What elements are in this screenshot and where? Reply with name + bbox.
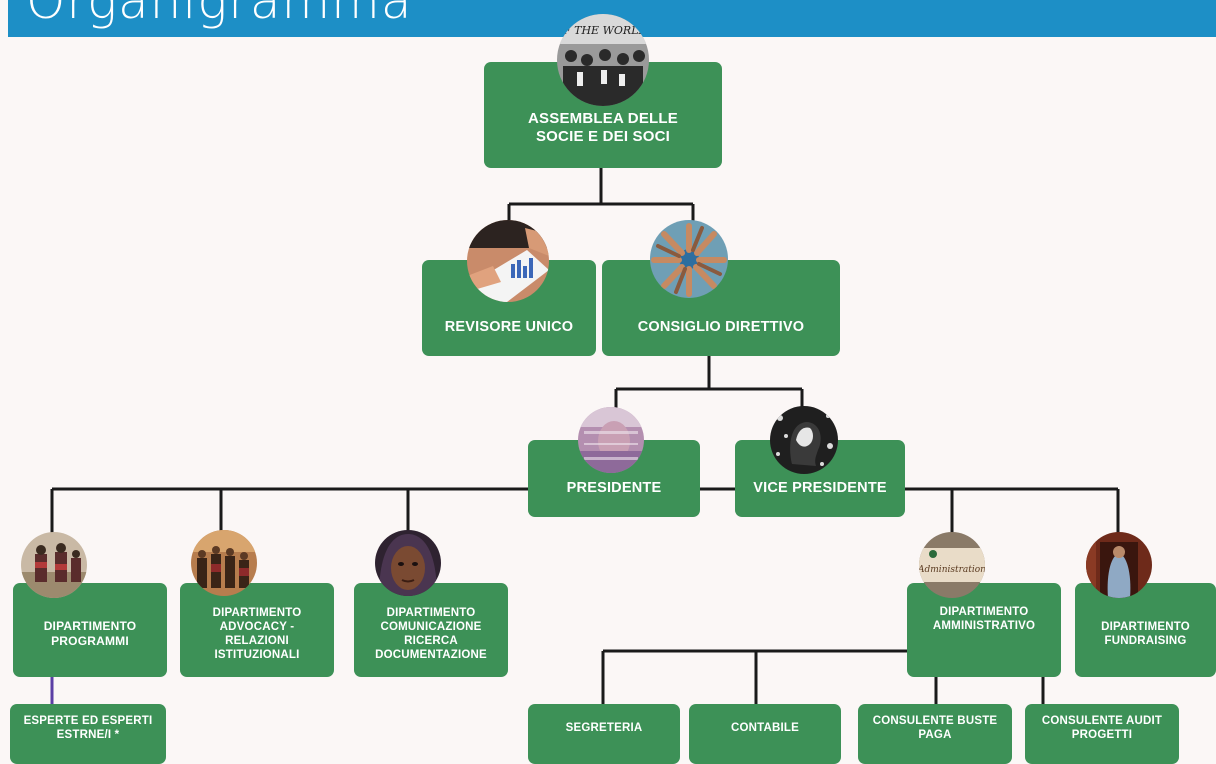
node-contabile: CONTABILE (689, 704, 841, 764)
node-esperti-label: ESPERTE ED ESPERTI ESTRNE/I * (23, 714, 153, 741)
comunicazione-photo (375, 530, 441, 596)
administration-sign-text: Administration (919, 565, 985, 575)
vice-presidente-photo (770, 406, 838, 474)
node-dip-programmi-label: DIPARTIMENTO PROGRAMMI (43, 619, 137, 648)
node-contabile-label: CONTABILE (730, 721, 800, 734)
node-consulente-audit: CONSULENTE AUDIT PROGETTI (1025, 704, 1179, 764)
programmi-photo (21, 532, 87, 598)
node-consulente-buste-label: CONSULENTE BUSTE PAGA (872, 714, 998, 741)
node-assemblea-label: ASSEMBLEA DELLE SOCIE E DEI SOCI (528, 109, 678, 145)
node-dip-amministrativo: DIPARTIMENTO AMMINISTRATIVO (907, 583, 1061, 677)
node-dip-comunicazione: DIPARTIMENTO COMUNICAZIONE RICERCA DOCUM… (354, 583, 508, 677)
presidente-photo (578, 407, 644, 473)
node-dip-amministrativo-label: DIPARTIMENTO AMMINISTRATIVO (932, 605, 1036, 632)
node-dip-advocacy: DIPARTIMENTO ADVOCACY - RELAZIONI ISTITU… (180, 583, 334, 677)
node-consulente-audit-label: CONSULENTE AUDIT PROGETTI (1041, 714, 1163, 741)
node-esperti: ESPERTE ED ESPERTI ESTRNE/I * (10, 704, 166, 764)
node-revisore-label: REVISORE UNICO (444, 319, 574, 336)
amministrativo-photo: Administration (919, 532, 985, 598)
node-presidente-label: PRESIDENTE (566, 479, 662, 496)
node-dip-fundraising-label: DIPARTIMENTO FUNDRAISING (1101, 620, 1190, 647)
node-dip-advocacy-label: DIPARTIMENTO ADVOCACY - RELAZIONI ISTITU… (212, 606, 302, 662)
fundraising-photo (1086, 532, 1152, 598)
page-title: Organigramma (26, 0, 413, 30)
node-dip-fundraising: DIPARTIMENTO FUNDRAISING (1075, 583, 1216, 677)
consiglio-photo (650, 220, 728, 298)
node-segreteria: SEGRETERIA (528, 704, 680, 764)
assemblea-banner-text: IF THE WORLD (558, 24, 648, 37)
advocacy-photo (191, 530, 257, 596)
node-dip-programmi: DIPARTIMENTO PROGRAMMI (13, 583, 167, 677)
node-consiglio-label: CONSIGLIO DIRETTIVO (637, 319, 805, 336)
node-vice-presidente-label: VICE PRESIDENTE (753, 479, 887, 496)
node-consulente-buste: CONSULENTE BUSTE PAGA (858, 704, 1012, 764)
node-segreteria-label: SEGRETERIA (565, 721, 643, 734)
node-dip-comunicazione-label: DIPARTIMENTO COMUNICAZIONE RICERCA DOCUM… (375, 606, 487, 662)
node-vice-presidente: VICE PRESIDENTE (735, 440, 905, 517)
revisore-photo (467, 220, 549, 302)
assemblea-photo: IF THE WORLD (557, 14, 649, 106)
